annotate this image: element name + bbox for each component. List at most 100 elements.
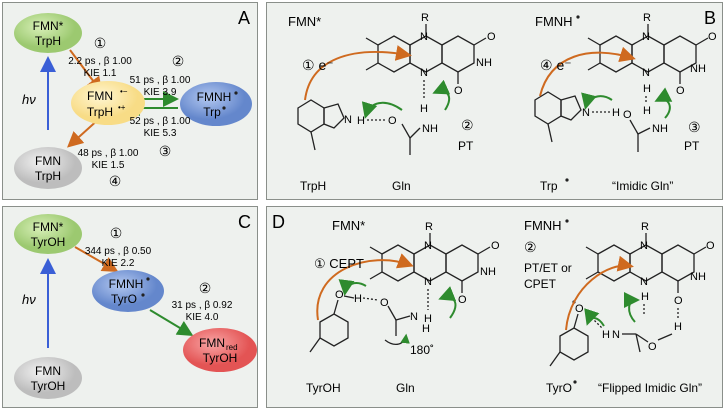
- ptet-label-d: PT/ET or: [524, 261, 572, 275]
- atom-label: H: [602, 329, 610, 341]
- atom-label: O: [706, 240, 715, 252]
- atom-label: R: [641, 221, 649, 233]
- atom-label: O: [491, 240, 500, 252]
- node-fmnh-tyro: [92, 270, 164, 312]
- node-superscript: •+: [118, 103, 126, 112]
- node-fmnred-tyroh: [183, 328, 257, 372]
- panel-b-letter: B: [704, 8, 716, 28]
- step1-rate-c: 344 ps , β 0.50: [85, 246, 152, 257]
- electron-transfer-arrow-b2: [539, 46, 636, 97]
- atom-label: O: [708, 31, 717, 43]
- step2-number-a: ②: [172, 53, 185, 69]
- atom-label: N: [642, 31, 650, 43]
- proton-transfer-arrow-d2: [338, 279, 367, 296]
- cept-arrow-d: [316, 253, 414, 321]
- node-fmn-tyroh-ground: [14, 357, 82, 399]
- radical-dot: [146, 277, 150, 281]
- step1-number-a: ①: [94, 35, 107, 51]
- step2-number-d: ②: [524, 239, 537, 255]
- atom-label: R: [421, 12, 429, 24]
- panel-d-right-title: FMNH: [524, 218, 562, 233]
- atom-label: H: [674, 321, 682, 333]
- node-label: TrpH: [87, 105, 113, 119]
- node-label: FMNH: [197, 90, 232, 104]
- gln-label-b: Gln: [392, 179, 411, 193]
- hv-label-c: hν: [22, 292, 36, 307]
- node-label: TyrO: [111, 292, 137, 306]
- radical-dot: [565, 219, 569, 223]
- pt2-label-b: PT: [684, 139, 700, 153]
- electron-transfer-arrow-b1: [304, 45, 412, 101]
- gln-label-d: Gln: [396, 381, 415, 395]
- node-fmn-excited-trph: [14, 13, 82, 53]
- radical-dot: [573, 380, 577, 384]
- node-fmn-trph-ground: [14, 147, 82, 189]
- atom-label: NH: [690, 63, 706, 75]
- step3-number-b: ③: [688, 119, 701, 135]
- panel-d-left-title: FMN*: [332, 218, 365, 233]
- proton-transfer-arrow-b3: [581, 92, 613, 110]
- pt-label-b: PT: [458, 139, 474, 153]
- hbond: [362, 297, 379, 301]
- et-arrow-d: [565, 255, 634, 331]
- step4-rate-a: 48 ps , β 1.00: [78, 148, 139, 159]
- node-label: FMN: [35, 364, 61, 378]
- node-label: TyrOH: [31, 379, 66, 393]
- atom-label: O: [458, 294, 467, 306]
- gln-imidic-b-right: [629, 119, 651, 152]
- atom-label: O: [648, 341, 657, 353]
- hv-label-a: hν: [22, 92, 36, 107]
- atom-label: O: [623, 109, 632, 121]
- radical-dot: [565, 178, 569, 182]
- panel-b-left-title: FMN*: [288, 14, 321, 29]
- panel-b: [266, 2, 723, 200]
- proton-transfer-arrow-d1: [438, 286, 457, 319]
- node-subscript: red: [226, 343, 238, 352]
- node-fmnh-trp: [180, 82, 252, 126]
- radical-dot: [141, 293, 145, 297]
- atom-label: H: [420, 103, 428, 115]
- atom-label: N: [344, 114, 352, 126]
- step3-rate-a: 52 ps , β 1.00: [130, 116, 191, 127]
- atom-label: NH: [422, 123, 438, 135]
- panel-d: [266, 206, 723, 408]
- atom-label: N: [612, 329, 620, 341]
- indole-structure-b-left: [297, 99, 345, 151]
- node-label: FMN: [87, 89, 113, 103]
- node-label: TrpH: [35, 169, 61, 183]
- atom-label: H: [643, 105, 651, 117]
- step2-kie-c: KIE 4.0: [186, 312, 219, 323]
- atom-label: R: [643, 12, 651, 24]
- atom-label: O: [388, 115, 397, 127]
- atom-label: O: [454, 85, 463, 97]
- step3-kie-a: KIE 5.3: [144, 128, 177, 139]
- proton-transfer-arrow-d4: [623, 292, 640, 323]
- trph-label-b: TrpH: [300, 179, 326, 193]
- step1-label-d: ① CEPT: [314, 256, 364, 271]
- gln-flipped-d-right: [622, 333, 649, 353]
- panel-b-right-title: FMNH: [535, 14, 573, 29]
- atom-label: O: [380, 297, 389, 309]
- step2-rate-a: 51 ps , β 1.00: [130, 75, 191, 86]
- gln-amide-b-left: [401, 123, 421, 155]
- step2-arrow-c: [149, 309, 194, 337]
- step4-label-b: ④ e⁻: [540, 57, 572, 73]
- atom-label: NH: [480, 266, 496, 278]
- step2-number-b: ②: [461, 117, 474, 133]
- radical-dot: [576, 15, 580, 19]
- atom-label: N: [640, 276, 648, 288]
- proton-transfer-arrow-b4: [654, 87, 673, 119]
- radical-dot: [234, 91, 238, 95]
- proton-transfer-arrow-b2: [361, 101, 403, 119]
- bond: [343, 295, 355, 299]
- step1-kie-a: KIE 1.1: [84, 68, 117, 79]
- step2-kie-a: KIE 3.9: [144, 87, 177, 98]
- atom-label: H: [643, 83, 651, 95]
- node-label: TrpH: [35, 34, 61, 48]
- panel-c-letter: C: [238, 212, 251, 232]
- node-label: TyrOH: [203, 351, 238, 365]
- atom-label: N: [642, 67, 650, 79]
- node-label: FMN*: [33, 19, 64, 33]
- node-fmn-excited-tyroh: [14, 214, 82, 254]
